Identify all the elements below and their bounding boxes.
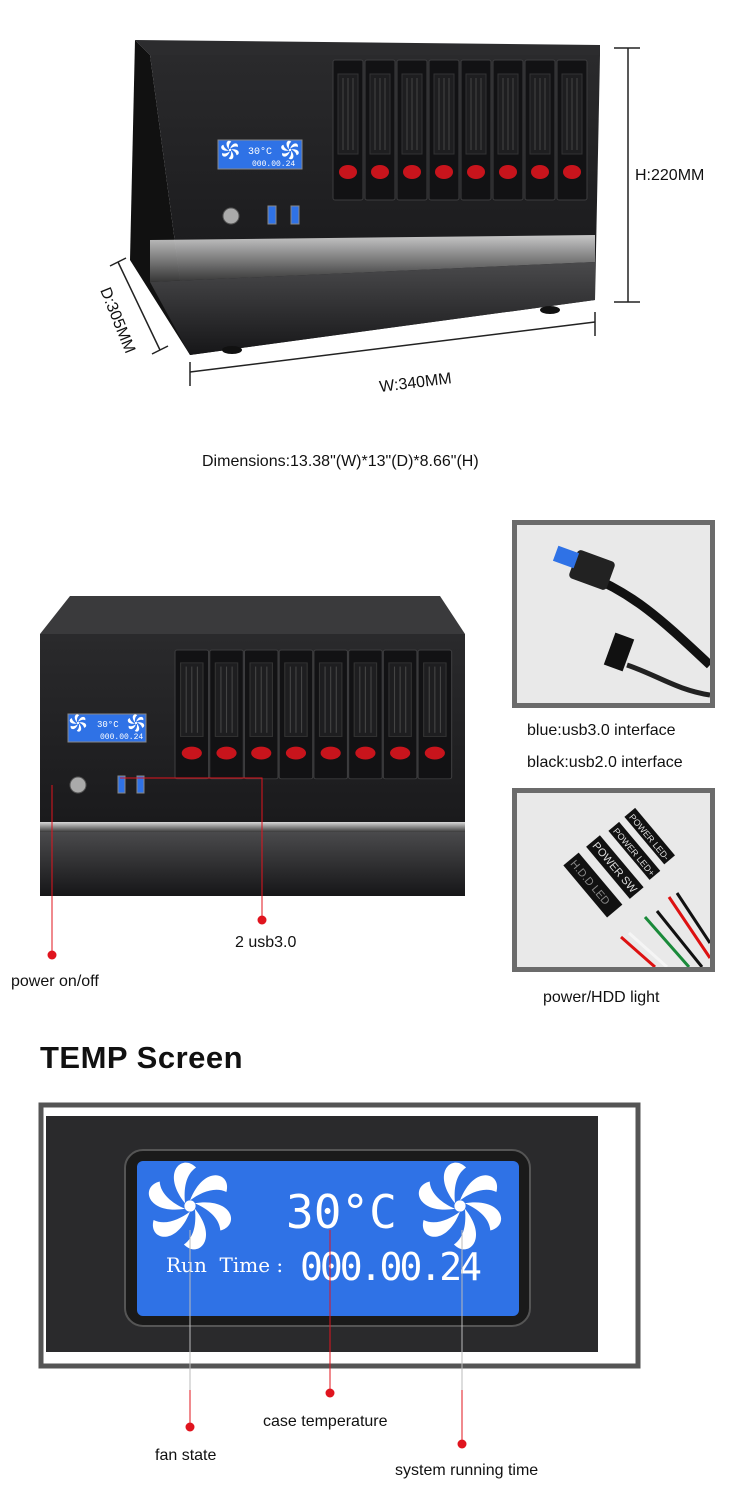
lcd-temp-small-2: 30°C [97,720,119,730]
depth-label: D:305MM [96,285,138,356]
temp-callout-lines [189,1230,463,1444]
lcd-run-time: 000.00.24 [300,1245,482,1289]
lcd-run-label: Run Time : [166,1253,283,1277]
usb-cable-photo [512,520,715,708]
usb3-caption: blue:usb3.0 interface [527,722,676,739]
case-front-view: 30°C 000.00.24 [40,596,465,896]
temp-screen-frame [38,1102,641,1369]
temp-screen-title: TEMP Screen [40,1040,244,1075]
case-temperature-label: case temperature [263,1413,388,1430]
dimension-lines [109,47,640,386]
front-panel-connectors-photo: POWER LED- POWER LED+ POWER SW H.D.D LED [512,788,715,972]
running-time-label: system running time [395,1462,539,1479]
case-top-view: 30°C 000.00.24 [130,40,600,355]
usb-port [290,205,300,225]
fan-state-label: fan state [155,1447,217,1464]
callout-dot [47,950,57,960]
power-callout-label: power on/off [11,973,99,990]
height-label: H:220MM [635,167,704,184]
front-callout-lines [51,777,263,955]
callout-dot [257,915,267,925]
power-button [222,207,240,225]
power-hdd-caption: power/HDD light [543,989,660,1006]
dimensions-summary: Dimensions:13.38"(W)*13"(D)*8.66"(H) [202,453,479,470]
lcd-temperature: 30°C [286,1185,397,1239]
usb-callout-label: 2 usb3.0 [235,934,297,951]
width-label: W:340MM [378,370,452,396]
lcd-temp-small: 30°C [248,146,272,158]
usb-port [267,205,277,225]
lcd-time-small-2: 000.00.24 [100,733,143,742]
lcd-time-small: 000.00.24 [252,160,295,169]
usb2-caption: black:usb2.0 interface [527,754,683,771]
